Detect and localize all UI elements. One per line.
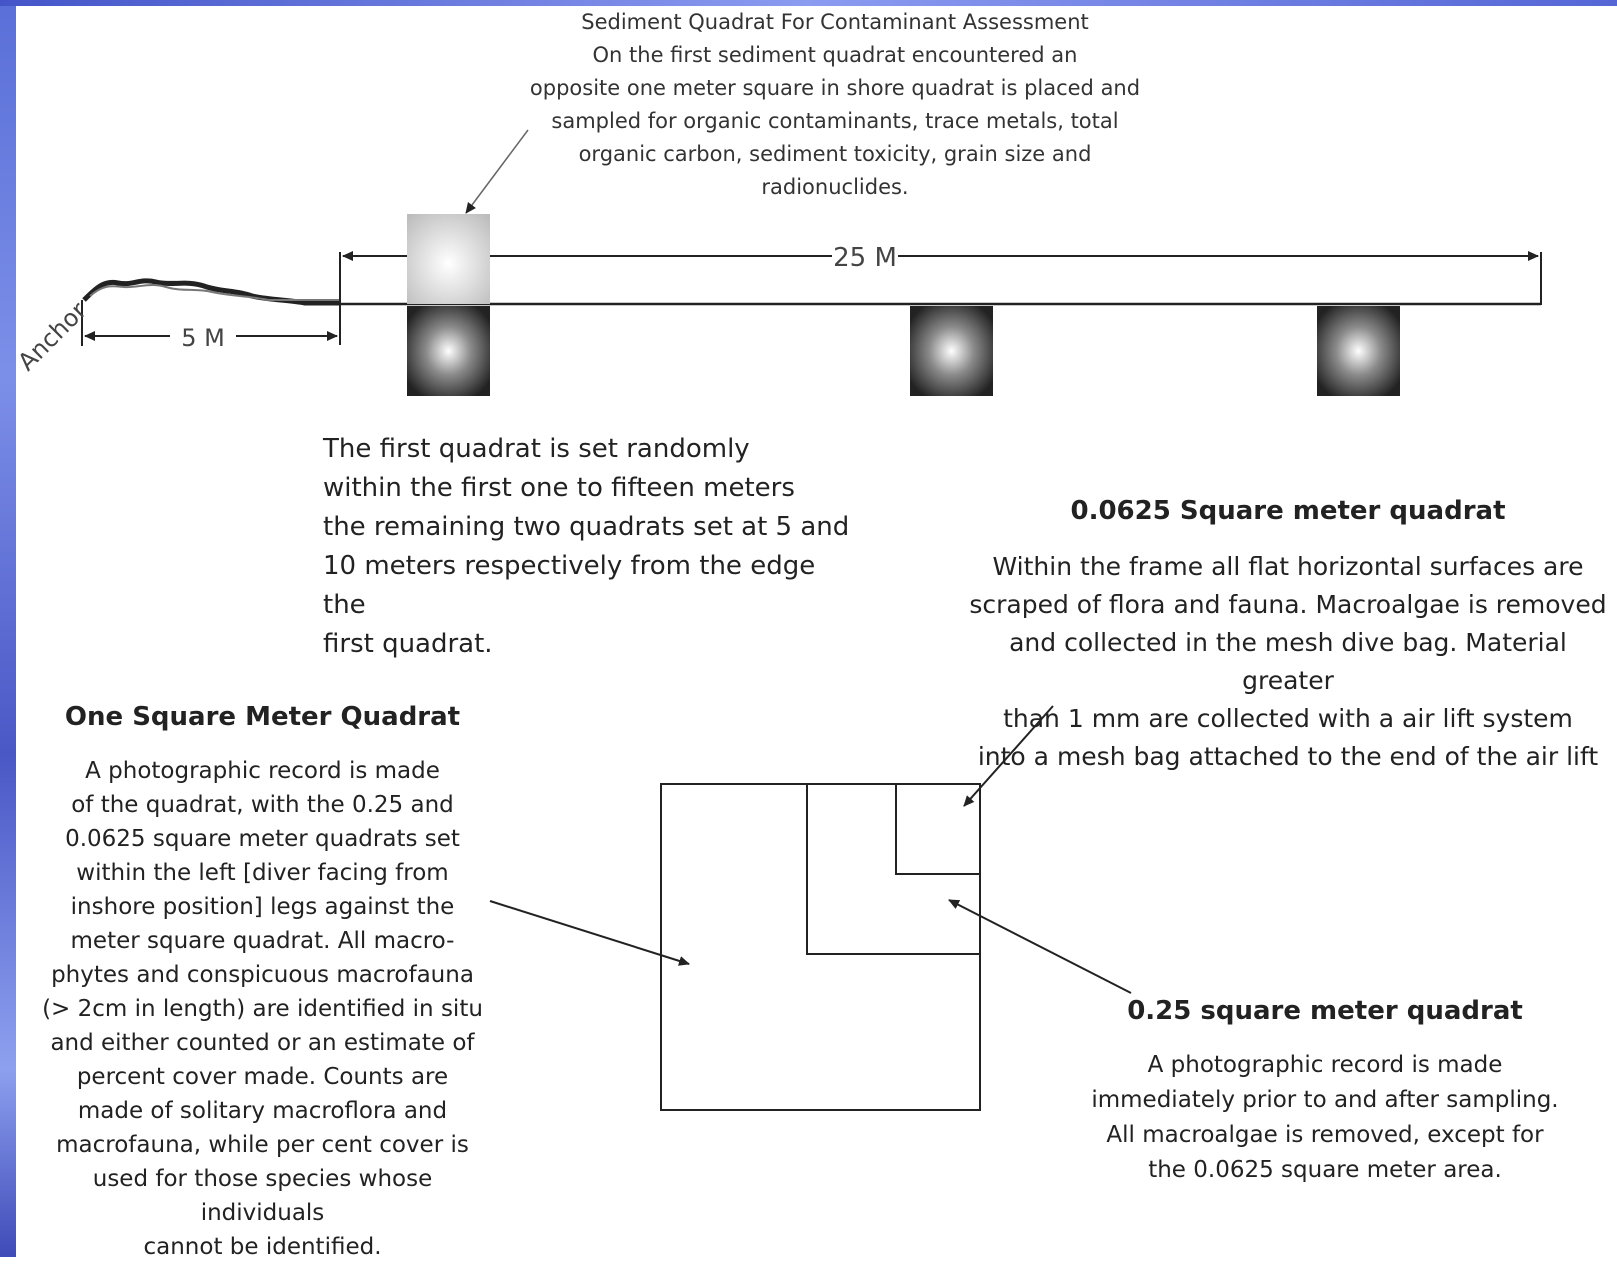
pointer-to-small-quadrat — [963, 705, 1054, 807]
pointer-to-quarter-quadrat — [948, 899, 1132, 994]
dimension-5m-label: 5 M — [181, 324, 225, 352]
quarter-quadrat-description: 0.25 square meter quadrat A photographic… — [1090, 974, 1560, 1207]
small-quadrat-heading: 0.0625 Square meter quadrat — [1070, 496, 1506, 526]
one-meter-quadrat-body: A photographic record is made of the qua… — [42, 758, 483, 1260]
quadrat-1 — [407, 306, 490, 396]
one-meter-quadrat-description: One Square Meter Quadrat A photographic … — [30, 680, 495, 1283]
one-square-meter-frame — [660, 783, 981, 1111]
quadrat-3 — [1317, 306, 1400, 396]
pointer-to-one-meter-quadrat — [489, 900, 690, 966]
first-quadrat-note: The first quadrat is set randomly within… — [323, 434, 850, 659]
quarter-quadrat-body: A photographic record is made immediatel… — [1091, 1052, 1559, 1183]
slide-background-strip — [0, 0, 16, 1257]
small-quadrat-body: Within the frame all flat horizontal sur… — [969, 552, 1607, 771]
sediment-quadrat-note: Sediment Quadrat For Contaminant Assessm… — [529, 10, 1141, 199]
small-quadrat-description: 0.0625 Square meter quadrat Within the f… — [968, 474, 1608, 795]
anchor-label: Anchor — [12, 297, 92, 377]
quadrat-2 — [910, 306, 993, 396]
transect-diagram: 25 M 5 M Anchor — [12, 129, 1542, 1111]
one-meter-quadrat-heading: One Square Meter Quadrat — [64, 702, 461, 732]
anchor-rope — [82, 278, 340, 306]
small-quadrat-frame — [895, 783, 981, 875]
sediment-pointer — [465, 129, 529, 214]
slide-top-band — [0, 0, 1617, 6]
sediment-quadrat — [407, 214, 490, 304]
dimension-25m-label: 25 M — [833, 243, 897, 273]
quarter-quadrat-heading: 0.25 square meter quadrat — [1127, 996, 1523, 1026]
quarter-meter-frame — [806, 783, 981, 955]
